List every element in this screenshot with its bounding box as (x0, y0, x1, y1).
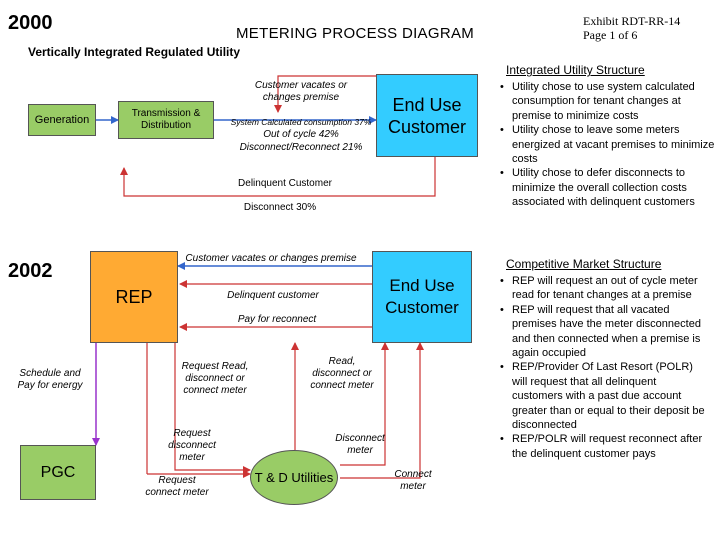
rep-label: REP (115, 286, 153, 307)
tnd-box: T & D Utilities (250, 450, 338, 505)
exhibit-number: Exhibit RDT-RR-14 (583, 14, 681, 28)
generation-label: Generation (34, 114, 90, 126)
delinquent-label-top: Delinquent Customer (238, 178, 332, 189)
arrow-connect-meter (340, 342, 424, 479)
request-read-label: Request Read, disconnect or connect mete… (181, 361, 249, 396)
disconnect-meter-label: Disconnect meter (335, 433, 385, 456)
integrated-bullet-2: Utility chose to leave some meters energ… (496, 123, 718, 166)
tnd-label: T & D Utilities (254, 469, 334, 485)
disconnect-30-label: Disconnect 30% (243, 202, 317, 213)
vacates-label-top: Customer vacates or changes premise (254, 80, 348, 103)
transmission-label: Transmission & Distribution (131, 108, 201, 131)
end-use-box-top: End Use Customer (376, 74, 478, 157)
pgc-label: PGC (40, 463, 76, 481)
integrated-bullet-3: Utility chose to defer disconnects to mi… (496, 166, 718, 209)
end-use-label-bottom: End Use Customer (385, 276, 459, 317)
request-disconnect-label: Request disconnect meter (168, 428, 216, 463)
request-connect-label: Request connect meter (145, 475, 209, 498)
out-of-cycle-label: Out of cycle 42% (263, 129, 339, 140)
connect-meter-label: Connect meter (394, 469, 432, 492)
arrow-vacates-top (274, 75, 376, 113)
competitive-bullet-1: REP will request an out of cycle meter r… (496, 274, 706, 303)
end-use-box-bottom: End Use Customer (372, 251, 472, 343)
competitive-bullet-3: REP/Provider Of Last Resort (POLR) will … (496, 360, 706, 432)
competitive-section-title: Competitive Market Structure (506, 257, 662, 271)
pay-reconnect-label: Pay for reconnect (237, 314, 317, 325)
year-2002: 2002 (8, 260, 53, 282)
exhibit-label: Exhibit RDT-RR-14 Page 1 of 6 (583, 14, 680, 42)
arrow-request-read (174, 343, 251, 474)
read-disconnect-label: Read, disconnect or connect meter (310, 356, 374, 391)
schedule-pay-label: Schedule and Pay for energy (17, 368, 83, 391)
integrated-bullet-1: Utility chose to use system calculated c… (496, 80, 718, 123)
subtitle: Vertically Integrated Regulated Utility (28, 45, 241, 59)
integrated-bullets: Utility chose to use system calculated c… (496, 80, 718, 210)
rep-box: REP (90, 251, 178, 343)
competitive-bullets: REP will request an out of cycle meter r… (496, 274, 706, 461)
arrow-delinquent-top (120, 157, 436, 197)
competitive-bullet-2: REP will request that all vacated premis… (496, 303, 706, 361)
end-use-label-top: End Use Customer (387, 94, 467, 137)
arrow-disconnect-meter (340, 342, 389, 466)
pgc-box: PGC (20, 445, 96, 500)
competitive-bullet-4: REP/POLR will request reconnect after th… (496, 432, 706, 461)
transmission-box: Transmission & Distribution (118, 101, 214, 139)
page-title: METERING PROCESS DIAGRAM (236, 25, 475, 42)
system-calc-label: System Calculated consumption 37% (230, 117, 372, 127)
year-2000: 2000 (8, 12, 53, 34)
disconnect-reconnect-label: Disconnect/Reconnect 21% (239, 142, 363, 153)
generation-box: Generation (28, 104, 96, 136)
vacates-label-bottom: Customer vacates or changes premise (185, 253, 357, 264)
page-number: Page 1 of 6 (583, 28, 638, 42)
delinquent-label-bottom: Delinquent customer (227, 290, 319, 301)
integrated-section-title: Integrated Utility Structure (506, 63, 645, 77)
